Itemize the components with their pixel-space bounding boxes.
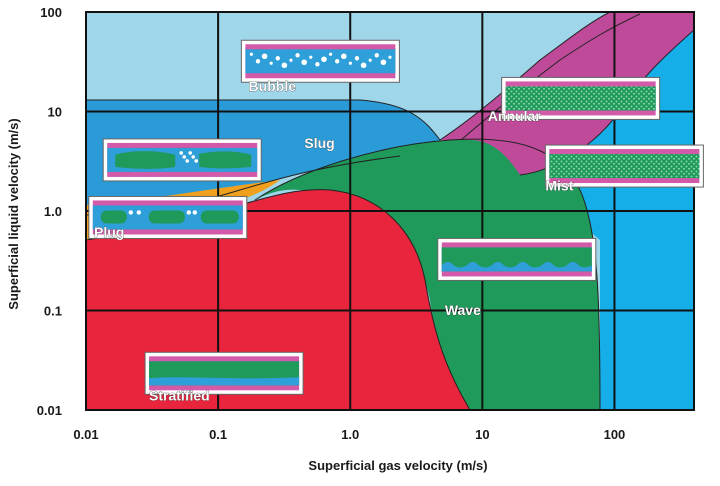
y-tick-label: 0.1 xyxy=(44,304,62,319)
region-label-stratified: Stratified xyxy=(149,387,210,403)
y-tick-labels: 100 10 1.0 0.1 0.01 xyxy=(37,5,62,418)
x-tick-labels: 0.01 0.1 1.0 10 100 xyxy=(73,427,625,442)
region-label-wave: Wave xyxy=(445,302,481,318)
wave-pipe-icon xyxy=(437,237,597,281)
region-label-slug: Slug xyxy=(304,135,334,151)
y-tick-label: 0.01 xyxy=(37,403,62,418)
y-tick-label: 1.0 xyxy=(44,204,62,219)
x-tick-label: 10 xyxy=(475,427,489,442)
y-tick-label: 10 xyxy=(48,105,62,120)
region-label-annular: Annular xyxy=(488,108,541,124)
region-mist xyxy=(520,30,694,410)
region-wave xyxy=(255,139,600,410)
x-tick-label: 1.0 xyxy=(341,427,359,442)
x-tick-label: 100 xyxy=(604,427,626,442)
slug-pipe-icon xyxy=(102,138,262,182)
region-label-plug: Plug xyxy=(94,224,124,240)
bubble-pipe-icon xyxy=(240,39,400,83)
region-label-mist: Mist xyxy=(545,178,573,194)
plot-border xyxy=(85,11,695,411)
annular-lower-edge xyxy=(460,13,641,141)
mist-pipe-icon xyxy=(544,144,704,188)
regime-insets xyxy=(88,39,704,395)
stratified-pipe-icon xyxy=(144,351,304,395)
x-tick-label: 0.1 xyxy=(209,427,227,442)
x-tick-label: 0.01 xyxy=(73,427,98,442)
annular-pipe-icon xyxy=(501,76,661,120)
y-tick-label: 100 xyxy=(40,5,62,20)
region-slug xyxy=(86,100,440,215)
x-axis-title: Superficial gas velocity (m/s) xyxy=(308,458,487,473)
plug-pipe-icon xyxy=(88,195,248,239)
y-axis-title: Superficial liquid velocity (m/s) xyxy=(6,118,21,309)
region-label-bubble: Bubble xyxy=(249,78,297,94)
